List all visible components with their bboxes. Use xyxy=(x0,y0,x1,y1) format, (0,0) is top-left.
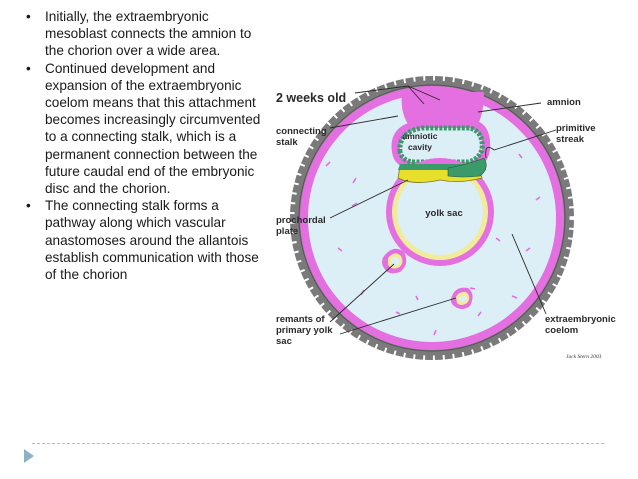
yolk-sac-label: yolk sac xyxy=(425,208,463,219)
connecting-stalk-shape xyxy=(401,92,484,124)
connecting-stalk-label: stalk xyxy=(276,137,298,148)
bullet-text: Continued development and expansion of t… xyxy=(45,60,261,197)
footer-divider xyxy=(32,443,604,444)
bullet-text: The connecting stalk forms a pathway alo… xyxy=(45,198,259,283)
bullet-text: Initially, the extraembryonic mesoblast … xyxy=(45,9,252,59)
amnion-label: amnion xyxy=(547,97,581,108)
connecting-stalk-label: connecting xyxy=(276,126,327,137)
remnants-label: sac xyxy=(276,336,292,347)
amniotic-cavity-shape xyxy=(391,120,491,168)
amniotic-cavity-label: cavity xyxy=(408,142,432,152)
bullet-dot: • xyxy=(26,9,31,24)
diagram-title: 2 weeks old xyxy=(276,91,346,105)
bullet-item: • The connecting stalk forms a pathway al… xyxy=(24,197,264,283)
primitive-streak-label: primitive xyxy=(556,123,596,134)
primary-yolk-remnant-1 xyxy=(382,248,407,274)
extraembryonic-coelom-label: coelom xyxy=(545,325,578,336)
primitive-streak-shape xyxy=(447,157,487,178)
bullet-dot: • xyxy=(26,60,31,76)
credit-label: Jack Stern 2003 xyxy=(566,354,602,360)
primary-yolk-remnant-2 xyxy=(450,287,473,309)
remnants-label: remants of xyxy=(276,314,325,325)
bullet-item: • Initially, the extraembryonic mesoblast… xyxy=(24,8,264,60)
bullet-list: • Initially, the extraembryonic mesoblast… xyxy=(24,8,264,283)
amniotic-cavity-label: amniotic xyxy=(403,131,438,141)
prochordal-plate-label: plate xyxy=(276,226,298,237)
slide-arrow-icon xyxy=(24,449,34,463)
prochordal-plate-label: prochordal xyxy=(276,215,326,226)
yolk-sac-shape xyxy=(386,158,494,266)
bullet-dot: • xyxy=(26,198,31,214)
primitive-streak-label: streak xyxy=(556,134,585,145)
leader-lines xyxy=(329,85,557,335)
remnants-label: primary yolk xyxy=(276,325,333,336)
extraembryonic-coelom-label: extraembryonic xyxy=(545,314,616,325)
bullet-item: • Continued development and expansion of … xyxy=(24,60,264,198)
